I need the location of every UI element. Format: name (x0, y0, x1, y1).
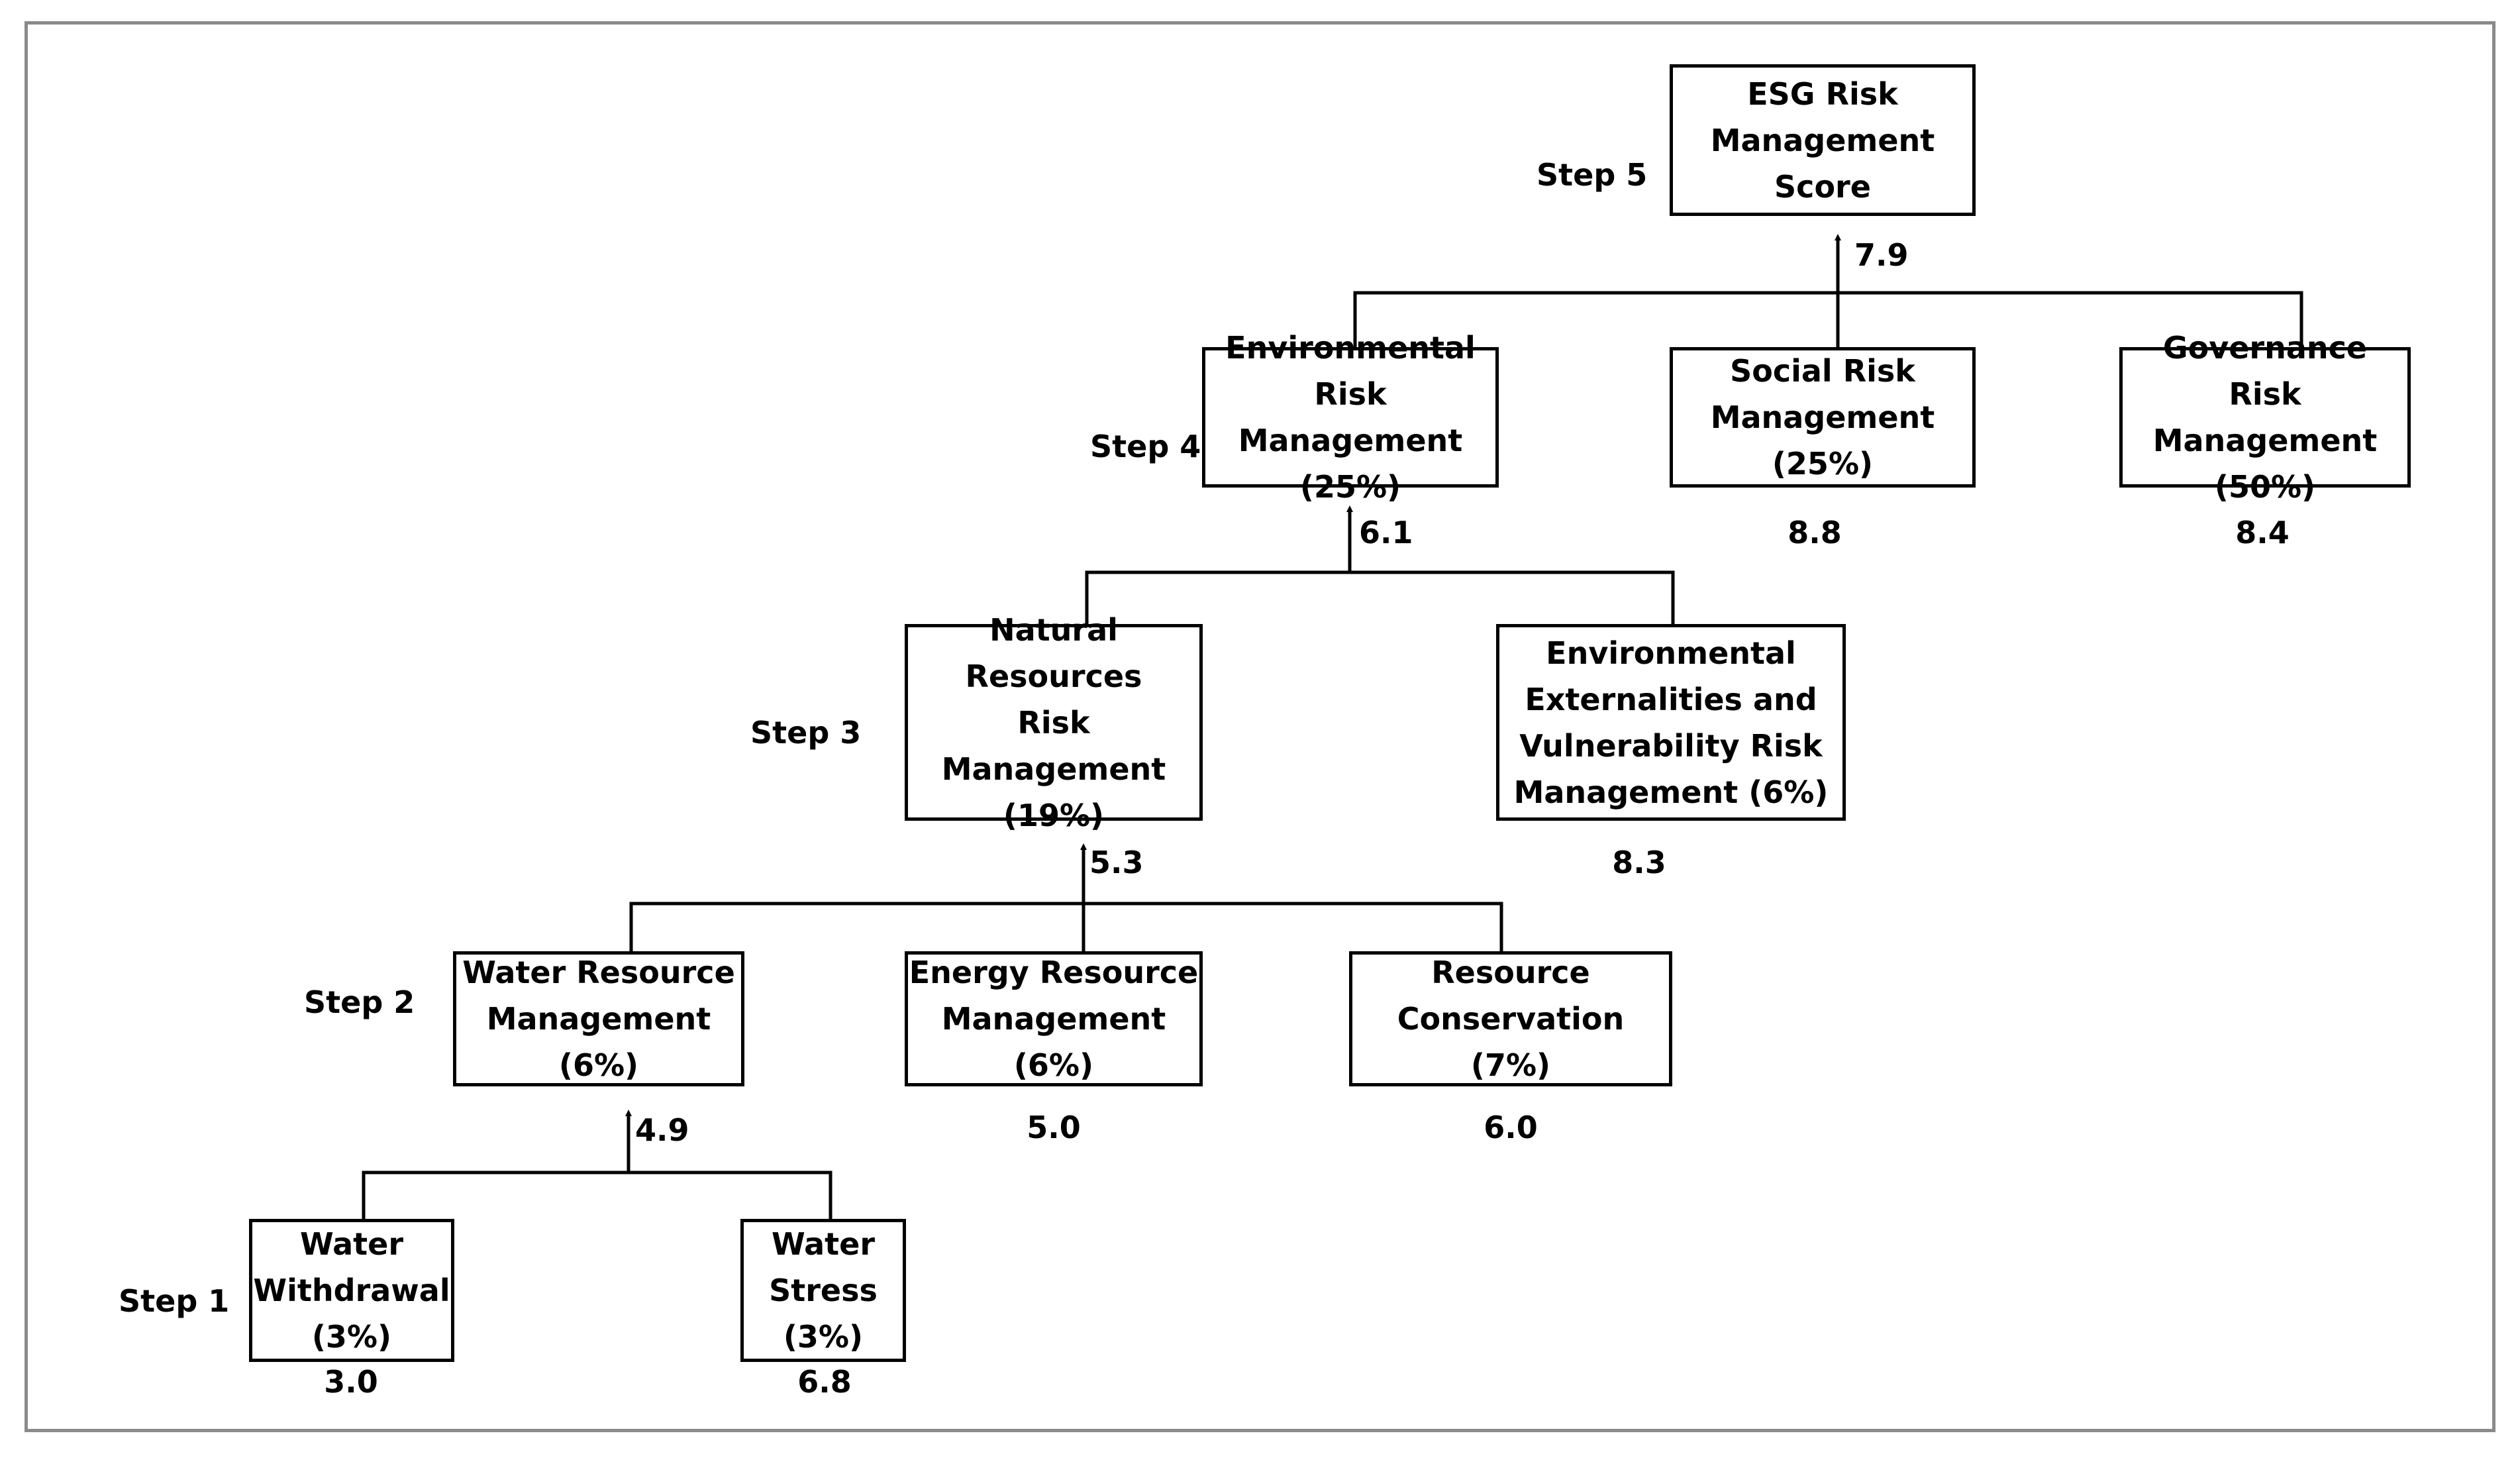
water-withdrawal-score-value: 3.0 (324, 1364, 378, 1400)
step-5-label: Step 5 (1537, 157, 1648, 193)
connector-step4-to-esg (1353, 291, 2303, 358)
social-score-value: 8.8 (1788, 515, 1842, 550)
connector-step1-to-water-resource (362, 1171, 832, 1219)
natural-resources-score-value: 5.3 (1089, 845, 1144, 880)
step-2-label: Step 2 (304, 984, 415, 1020)
water-resource-score-value: 4.9 (635, 1112, 689, 1148)
step-4-label: Step 4 (1090, 429, 1201, 464)
diagram-frame (25, 21, 2495, 1432)
environmental-score-value: 6.1 (1359, 515, 1413, 550)
energy-resource-score-value: 5.0 (1027, 1110, 1081, 1145)
connector-step3-to-environmental (1085, 570, 1675, 624)
step-1-label: Step 1 (119, 1283, 230, 1319)
governance-score-value: 8.4 (2235, 515, 2290, 550)
externalities-score-value: 8.3 (1612, 845, 1666, 880)
esg-score-value: 7.9 (1854, 237, 1909, 273)
resource-conservation-score-value: 6.0 (1484, 1110, 1538, 1145)
step-3-label: Step 3 (750, 715, 862, 751)
connector-step2-to-natural-resources (629, 902, 1503, 951)
water-stress-score-value: 6.8 (797, 1364, 852, 1400)
